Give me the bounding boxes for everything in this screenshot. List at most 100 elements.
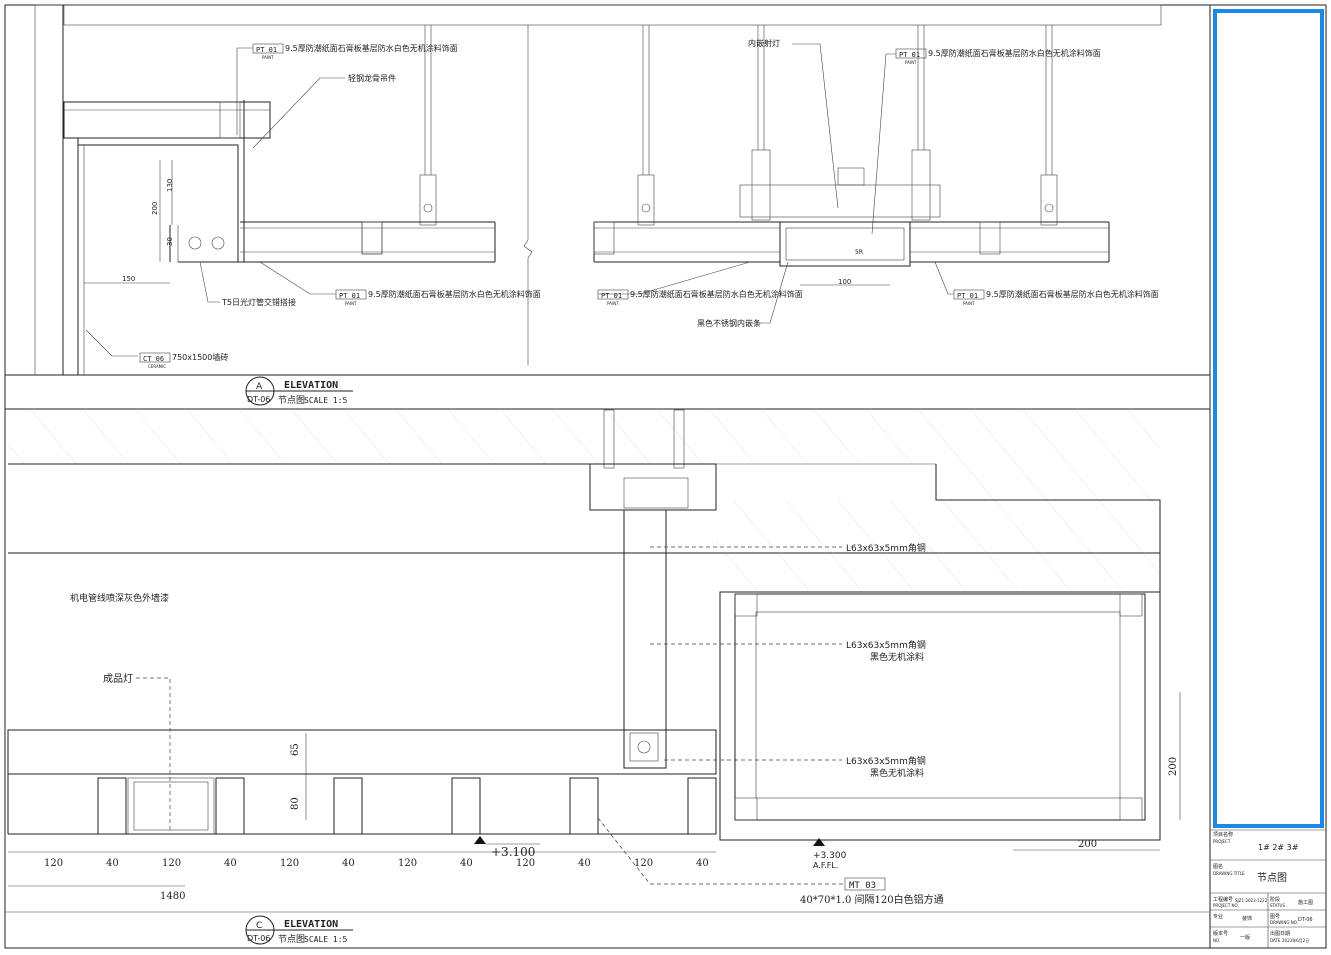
section-a-letter: A: [256, 382, 263, 392]
dim-c-4: 120: [280, 858, 299, 869]
section-a-badge: [245, 376, 353, 406]
dim-c-11: 40: [696, 858, 709, 869]
tb-discipline-value: 装饰: [1242, 915, 1252, 922]
section-a-subtitle: 节点图: [278, 395, 305, 406]
dim-100: 100: [838, 278, 851, 286]
title-block: 项目名称 PROJECT 1# 2# 3# 图名 DRAWING TITLE 节…: [1213, 831, 1313, 943]
tb-version-value: 一版: [1240, 934, 1250, 941]
dim-c-10: 120: [634, 858, 653, 869]
section-c-badge: [5, 911, 1210, 945]
section-c-detail: [7, 409, 1181, 887]
section-a-detail: [34, 4, 1162, 376]
mt03-code: MT 03: [849, 881, 876, 891]
pt01-tag-4: PT 01 PAINT 9.5厚防潮纸面石膏板基层防水白色无机涂料饰面: [597, 289, 803, 306]
ct06-tag: CT 06 CERAMIC 750x1500墙砖: [139, 352, 228, 369]
pt01-code: PT 01: [256, 46, 277, 54]
dim-c-7: 40: [460, 858, 473, 869]
inner-light-note: 内嵌射灯: [748, 38, 780, 48]
dim-200-vertical: 200: [1168, 757, 1179, 776]
tb-version-label: 版本号: [1213, 930, 1228, 937]
tb-title-value: 节点图: [1257, 872, 1287, 884]
section-a-ref: DT-06: [247, 395, 270, 404]
dim-5r: 5R: [855, 249, 863, 256]
section-a-scale: SCALE 1:5: [304, 396, 348, 405]
dim-c-0: 120: [44, 858, 63, 869]
title-block-grid: [1210, 829, 1326, 948]
tb-date-value: 2023年6月2日: [1282, 937, 1309, 943]
dim-65: 65: [290, 743, 301, 756]
t5-note: T5日光灯管交错搭接: [221, 297, 296, 307]
pt01-sub-3: PAINT: [905, 60, 917, 65]
section-c-letter: C: [256, 921, 262, 931]
tb-title-label: 图名: [1213, 863, 1223, 870]
pt01-tag-2: PT 01 PAINT 9.5厚防潮纸面石膏板基层防水白色无机涂料饰面: [335, 289, 541, 306]
ct06-code: CT 06: [143, 355, 164, 363]
lamp-note: 成品灯: [103, 673, 133, 685]
tb-projno-label: 工程编号: [1213, 896, 1233, 903]
angle-steel-3: L63x63x5mm角钢: [846, 755, 926, 767]
pt01-code-4: PT 01: [601, 292, 622, 300]
section-c-title: ELEVATION: [284, 919, 338, 930]
tb-status-label: 阶段: [1270, 896, 1280, 903]
angle-steel-3-paint: 黑色无机涂料: [870, 767, 924, 779]
section-c-ref: DT-06: [247, 934, 270, 943]
pt01-text-5: 9.5厚防潮纸面石膏板基层防水白色无机涂料饰面: [986, 289, 1159, 299]
pt01-code-5: PT 01: [957, 292, 978, 300]
tb-dwgno-value: DT-06: [1298, 917, 1313, 923]
angle-steel-1: L63x63x5mm角钢: [846, 542, 926, 554]
tb-project-value: 1# 2# 3#: [1258, 843, 1299, 852]
dim-200: 200: [151, 202, 159, 215]
tb-status-value: 施工图: [1298, 899, 1313, 906]
pt01-sub-2: PAINT: [345, 301, 357, 306]
section-c-subtitle: 节点图: [278, 934, 305, 945]
level-afl: A.F.FL.: [813, 861, 838, 870]
dim-c-1: 40: [106, 858, 119, 869]
tb-dwgno-label: 图号: [1270, 914, 1280, 920]
dim-30: 30: [166, 237, 174, 246]
pt01-text-2: 9.5厚防潮纸面石膏板基层防水白色无机涂料饰面: [368, 289, 541, 299]
dim-200-horizontal: 200: [1078, 839, 1097, 850]
tb-project-label-en: PROJECT: [1213, 839, 1231, 844]
tb-title-label-en: DRAWING TITLE: [1213, 871, 1245, 876]
dim-total-1480: 1480: [160, 891, 185, 902]
pt01-tag-1: PT 01 PAINT 9.5厚防潮纸面石膏板基层防水白色无机涂料饰面: [252, 43, 458, 60]
dim-c-6: 120: [398, 858, 417, 869]
level-3100: +3.100: [491, 845, 535, 859]
pt01-text-3: 9.5厚防潮纸面石膏板基层防水白色无机涂料饰面: [928, 48, 1101, 58]
dim-c-2: 120: [162, 858, 181, 869]
tb-status-label-en: STATUS: [1270, 903, 1285, 908]
tb-projno-label-en: PROJECT NO.: [1213, 903, 1239, 908]
pt01-text-4: 9.5厚防潮纸面石膏板基层防水白色无机涂料饰面: [630, 289, 803, 299]
pt01-code-3: PT 01: [899, 51, 920, 59]
viewport-frame[interactable]: [1213, 9, 1324, 828]
dim-130: 130: [166, 179, 174, 192]
hanger-note: 轻钢龙骨吊件: [348, 73, 396, 83]
ct06-sub: CERAMIC: [148, 364, 166, 369]
level-3300: +3.300: [813, 851, 847, 861]
tb-projno-value: SJZ1-2023-1222: [1235, 898, 1268, 903]
tb-date-label-en: DATE: [1270, 938, 1281, 943]
dim-150: 150: [122, 275, 135, 283]
dim-c-9: 40: [578, 858, 591, 869]
angle-steel-2: L63x63x5mm角钢: [846, 639, 926, 651]
ct06-text: 750x1500墙砖: [172, 352, 228, 362]
dim-80: 80: [290, 797, 301, 810]
dim-c-8: 120: [516, 858, 535, 869]
pt01-sub-4: PAINT: [607, 301, 619, 306]
angle-steel-2-paint: 黑色无机涂料: [870, 651, 924, 663]
pt01-tag-5: PT 01 PAINT 9.5厚防潮纸面石膏板基层防水白色无机涂料饰面: [953, 289, 1159, 306]
pipe-note: 机电管线喷深灰色外墙漆: [70, 592, 169, 604]
mt03-tag: MT 03 40*70*1.0 间隔120白色铝方通: [800, 877, 944, 906]
pt01-text: 9.5厚防潮纸面石膏板基层防水白色无机涂料饰面: [285, 43, 458, 53]
tb-discipline-label: 专业: [1213, 913, 1223, 920]
pt01-tag-3: PT 01 PAINT 9.5厚防潮纸面石膏板基层防水白色无机涂料饰面: [895, 48, 1101, 65]
dim-c-3: 40: [224, 858, 237, 869]
dim-c-5: 40: [342, 858, 355, 869]
pt01-code-2: PT 01: [339, 292, 360, 300]
mt03-text: 40*70*1.0 间隔120白色铝方通: [800, 893, 944, 906]
section-a-title: ELEVATION: [284, 380, 338, 391]
tb-project-label: 项目名称: [1213, 831, 1233, 838]
stainless-note: 黑色不锈钢内嵌条: [697, 318, 761, 328]
